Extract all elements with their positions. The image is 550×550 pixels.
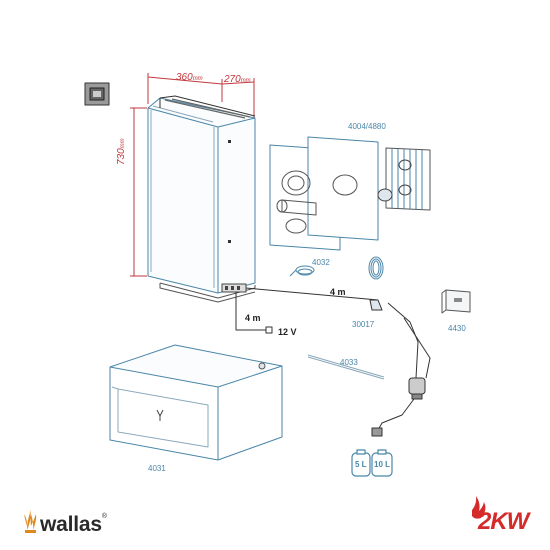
fuel-line-4033 — [307, 354, 385, 380]
dimension-lines — [130, 73, 255, 277]
wall-switch — [84, 82, 110, 106]
heater-unit — [147, 95, 256, 303]
flue-plates — [269, 136, 379, 251]
fuel-tanks — [351, 449, 393, 477]
cable-coil-label: 30017 — [352, 320, 375, 329]
power-badge-icon — [472, 496, 486, 519]
wire-coil-4032 — [289, 265, 315, 277]
flue-part-label: 4004/4880 — [348, 122, 386, 131]
height-dimension: 730mm — [116, 138, 127, 165]
housing-4031 — [109, 344, 283, 461]
width-dimension: 360mm — [176, 72, 203, 83]
housing-label: 4031 — [148, 464, 166, 473]
power-cable-length: 4 m — [245, 313, 261, 323]
cable-coil-30017 — [368, 256, 384, 311]
depth-dimension: 270mm — [224, 74, 251, 85]
voltage-label: 12 V — [278, 327, 297, 337]
cables — [235, 287, 431, 379]
brand-name: wallas® — [40, 513, 107, 536]
fuel-pump — [371, 377, 426, 437]
plug-12v — [265, 326, 273, 334]
wallas-logo-icon — [24, 510, 37, 533]
small-tank-label: 5 L — [355, 460, 367, 469]
control-panel-4430 — [441, 289, 471, 314]
large-tank-label: 10 L — [374, 460, 391, 469]
power-badge: 2KW — [478, 508, 529, 535]
control-cable-length: 4 m — [330, 287, 346, 297]
wire-coil-label: 4032 — [312, 258, 330, 267]
control-panel-label: 4430 — [448, 324, 466, 333]
fuel-line-label: 4033 — [340, 358, 358, 367]
outer-vent — [377, 147, 431, 211]
